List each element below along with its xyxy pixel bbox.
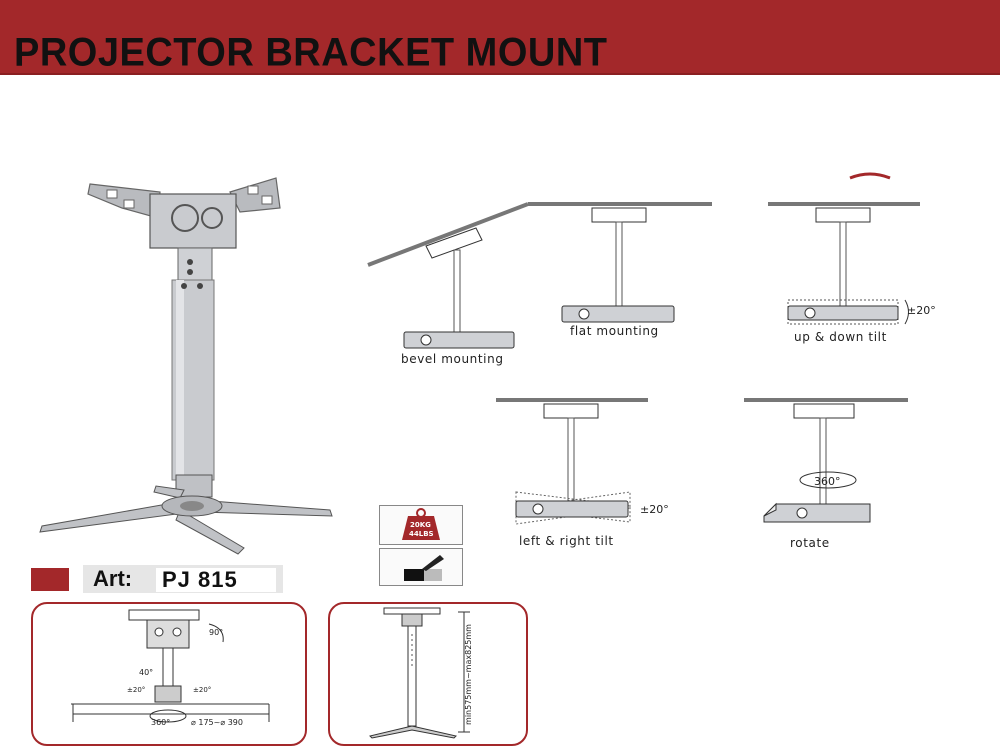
article-swatch (31, 568, 69, 591)
finish-color-icon (379, 548, 463, 586)
up-down-tilt-diagram (768, 172, 920, 325)
load-kg: 20KG (410, 521, 431, 529)
bevel-mounting-diagram (367, 202, 712, 349)
detail-panel-length: min575mm~max825mm (328, 602, 528, 746)
detail-angle-rotate: 360° (151, 718, 171, 727)
flat-mounting-diagram (561, 207, 675, 323)
product-photo (39, 177, 333, 555)
flat-mounting-label: flat mounting (570, 324, 659, 338)
rotate-label: rotate (790, 536, 830, 550)
length-detail-drawing (369, 607, 470, 739)
angle-detail-drawing (71, 609, 270, 723)
up-down-tilt-angle: ±20° (907, 304, 936, 317)
left-right-tilt-diagram (496, 398, 648, 525)
rotate-angle: 360° (814, 475, 841, 488)
rotate-diagram (744, 398, 908, 523)
up-down-tilt-label: up & down tilt (794, 330, 887, 344)
bevel-mounting-label: bevel mounting (401, 352, 504, 366)
detail-panel-angles: 90° 40° ±20° ±20° 360° ⌀ 175~⌀ 390 (31, 602, 307, 746)
weight-icon (402, 508, 440, 540)
detail-angle-left: ±20° (127, 686, 146, 694)
article-prefix: Art: (93, 566, 133, 591)
detail-angle-40: 40° (139, 668, 154, 677)
installation-diagrams (367, 172, 920, 525)
load-lbs: 44LBS (409, 530, 434, 538)
left-right-tilt-label: left & right tilt (519, 534, 614, 548)
article-box: Art: PJ 815 (83, 565, 283, 593)
length-range: min575mm~max825mm (463, 624, 473, 725)
page-title: PROJECTOR BRACKET MOUNT (14, 30, 608, 76)
detail-angle-right: ±20° (193, 686, 212, 694)
detail-angle-90: 90° (209, 628, 224, 637)
load-capacity-icon: 20KG 44LBS (379, 505, 463, 545)
paint-icon (404, 555, 444, 581)
header-banner: PROJECTOR BRACKET MOUNT (0, 0, 1000, 75)
detail-span: ⌀ 175~⌀ 390 (191, 718, 243, 727)
left-right-tilt-angle: ±20° (640, 503, 669, 516)
article-model: PJ 815 (156, 568, 276, 592)
